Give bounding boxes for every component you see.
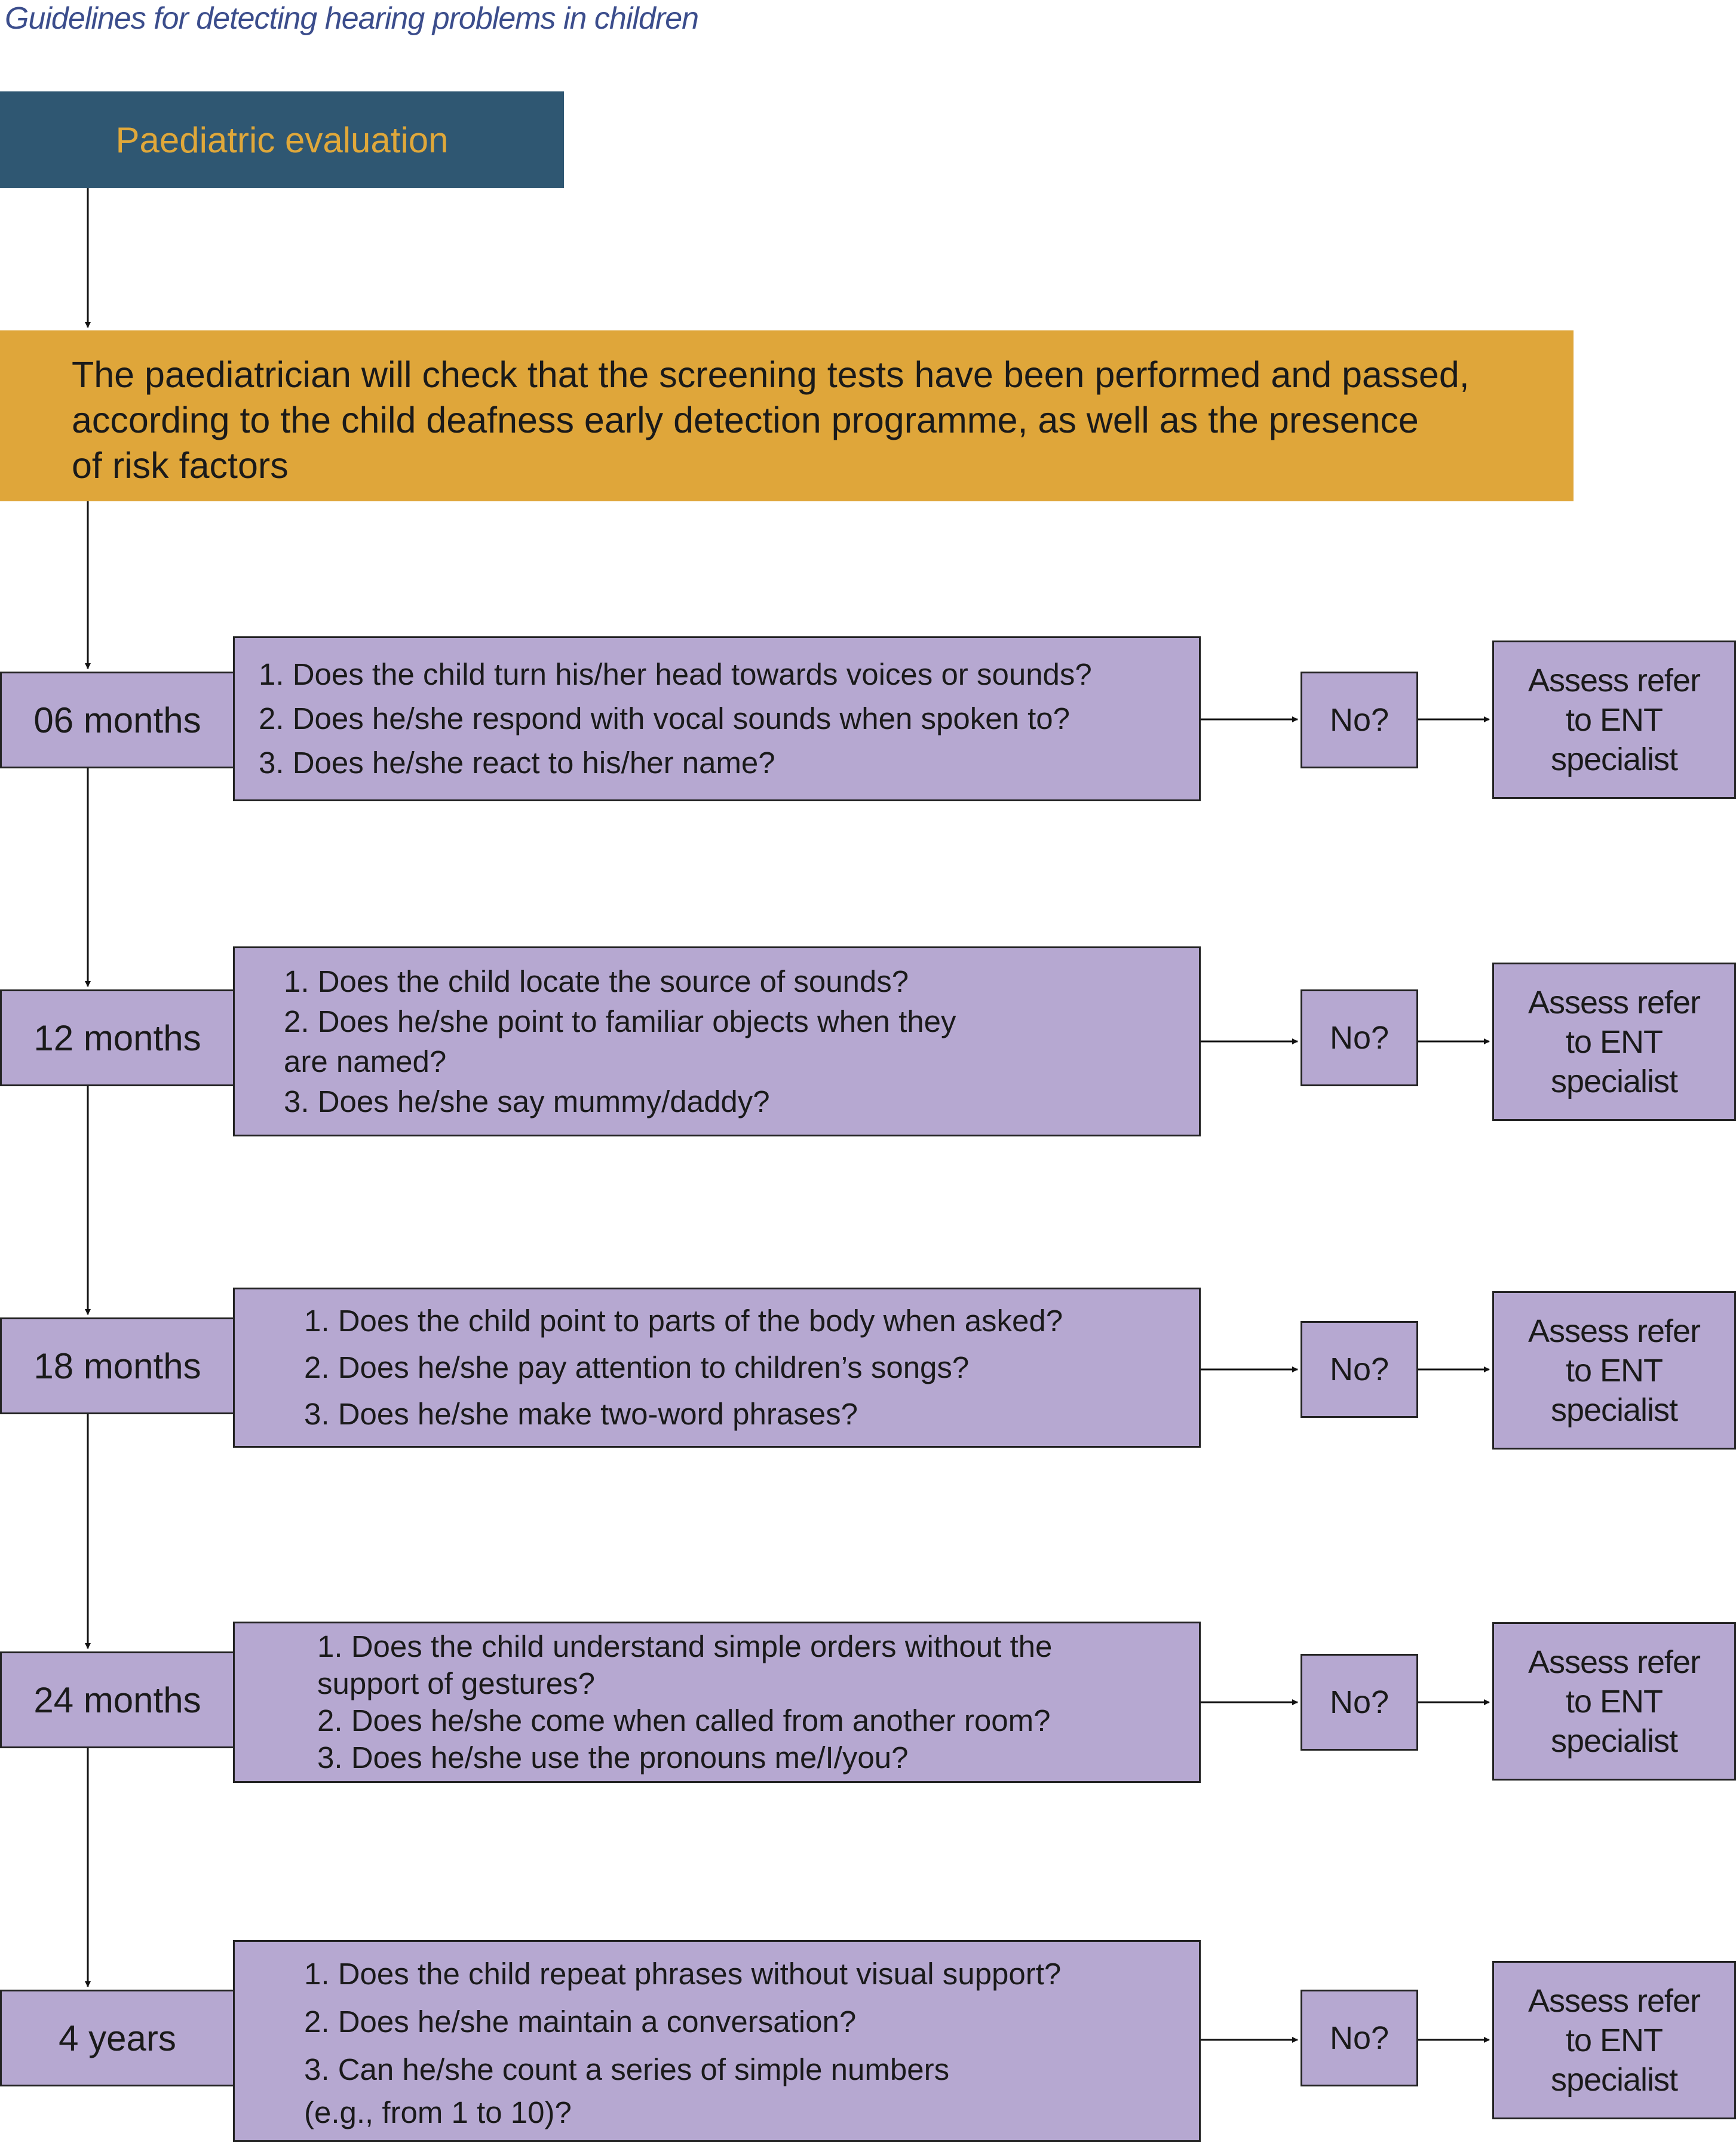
figure-title: Guidelines for detecting hearing problem… xyxy=(5,1,699,36)
question-item: 3. Does he/she react to his/her name? xyxy=(259,746,775,780)
questions-box-12-months: 1. Does the child locate the source of s… xyxy=(233,946,1201,1136)
ent-referral-12-months: Assess refer to ENT specialist xyxy=(1492,963,1736,1121)
age-box-24-months: 24 months xyxy=(0,1651,235,1748)
question-item: 2. Does he/she respond with vocal sounds… xyxy=(259,701,1071,736)
referral-line: to ENT xyxy=(1565,1023,1663,1060)
age-box-12-months: 12 months xyxy=(0,989,235,1086)
question-item: 3. Does he/she say mummy/daddy? xyxy=(284,1084,770,1119)
question-item: 1. Does the child repeat phrases without… xyxy=(304,1957,1062,1991)
no-decision-18-months: No? xyxy=(1301,1321,1418,1418)
referral-line: to ENT xyxy=(1565,1683,1663,1720)
screening-check-box: The paediatrician will check that the sc… xyxy=(0,330,1574,501)
question-item: support of gestures? xyxy=(317,1666,595,1700)
referral-line: specialist xyxy=(1550,1392,1678,1428)
no-decision-24-months: No? xyxy=(1301,1654,1418,1751)
screening-check-line: according to the child deafness early de… xyxy=(72,400,1419,440)
question-item: 2. Does he/she pay attention to children… xyxy=(304,1350,970,1384)
referral-line: Assess refer xyxy=(1528,984,1701,1021)
no-decision-4-years: No? xyxy=(1301,1990,1418,2086)
referral-line: specialist xyxy=(1550,1063,1678,1099)
question-item: (e.g., from 1 to 10)? xyxy=(304,2095,572,2129)
referral-line: to ENT xyxy=(1565,701,1663,738)
referral-line: Assess refer xyxy=(1528,1644,1701,1680)
questions-box-24-months: 1. Does the child understand simple orde… xyxy=(233,1622,1201,1783)
question-item: 1. Does the child understand simple orde… xyxy=(317,1629,1053,1663)
referral-line: Assess refer xyxy=(1528,662,1701,698)
question-item: 1. Does the child locate the source of s… xyxy=(284,964,909,998)
question-item: 2. Does he/she come when called from ano… xyxy=(317,1703,1051,1737)
referral-line: to ENT xyxy=(1565,1352,1663,1389)
question-item: 1. Does the child turn his/her head towa… xyxy=(259,657,1092,691)
ent-referral-24-months: Assess refer to ENT specialist xyxy=(1492,1622,1736,1781)
ent-referral-4-years: Assess refer to ENT specialist xyxy=(1492,1961,1736,2119)
referral-line: specialist xyxy=(1550,741,1678,777)
no-decision-12-months: No? xyxy=(1301,989,1418,1086)
referral-line: specialist xyxy=(1550,2061,1678,2098)
questions-box-06-months: 1. Does the child turn his/her head towa… xyxy=(233,636,1201,801)
question-item: are named? xyxy=(284,1044,447,1078)
question-item: 2. Does he/she maintain a conversation? xyxy=(304,2005,857,2039)
referral-line: Assess refer xyxy=(1528,1313,1701,1349)
age-box-18-months: 18 months xyxy=(0,1317,235,1414)
referral-line: to ENT xyxy=(1565,2022,1663,2058)
question-item: 2. Does he/she point to familiar objects… xyxy=(284,1004,956,1038)
question-item: 3. Can he/she count a series of simple n… xyxy=(304,2052,950,2086)
referral-line: specialist xyxy=(1550,1723,1678,1759)
questions-box-4-years: 1. Does the child repeat phrases without… xyxy=(233,1940,1201,2142)
questions-box-18-months: 1. Does the child point to parts of the … xyxy=(233,1288,1201,1448)
question-item: 3. Does he/she make two-word phrases? xyxy=(304,1397,858,1431)
screening-check-line: of risk factors xyxy=(72,445,289,486)
screening-check-line: The paediatrician will check that the sc… xyxy=(72,354,1470,395)
ent-referral-06-months: Assess refer to ENT specialist xyxy=(1492,641,1736,799)
no-decision-06-months: No? xyxy=(1301,672,1418,768)
paediatric-evaluation-box: Paediatric evaluation xyxy=(0,91,564,188)
ent-referral-18-months: Assess refer to ENT specialist xyxy=(1492,1291,1736,1450)
question-item: 3. Does he/she use the pronouns me/I/you… xyxy=(317,1740,909,1775)
referral-line: Assess refer xyxy=(1528,1982,1701,2019)
question-item: 1. Does the child point to parts of the … xyxy=(304,1304,1063,1338)
